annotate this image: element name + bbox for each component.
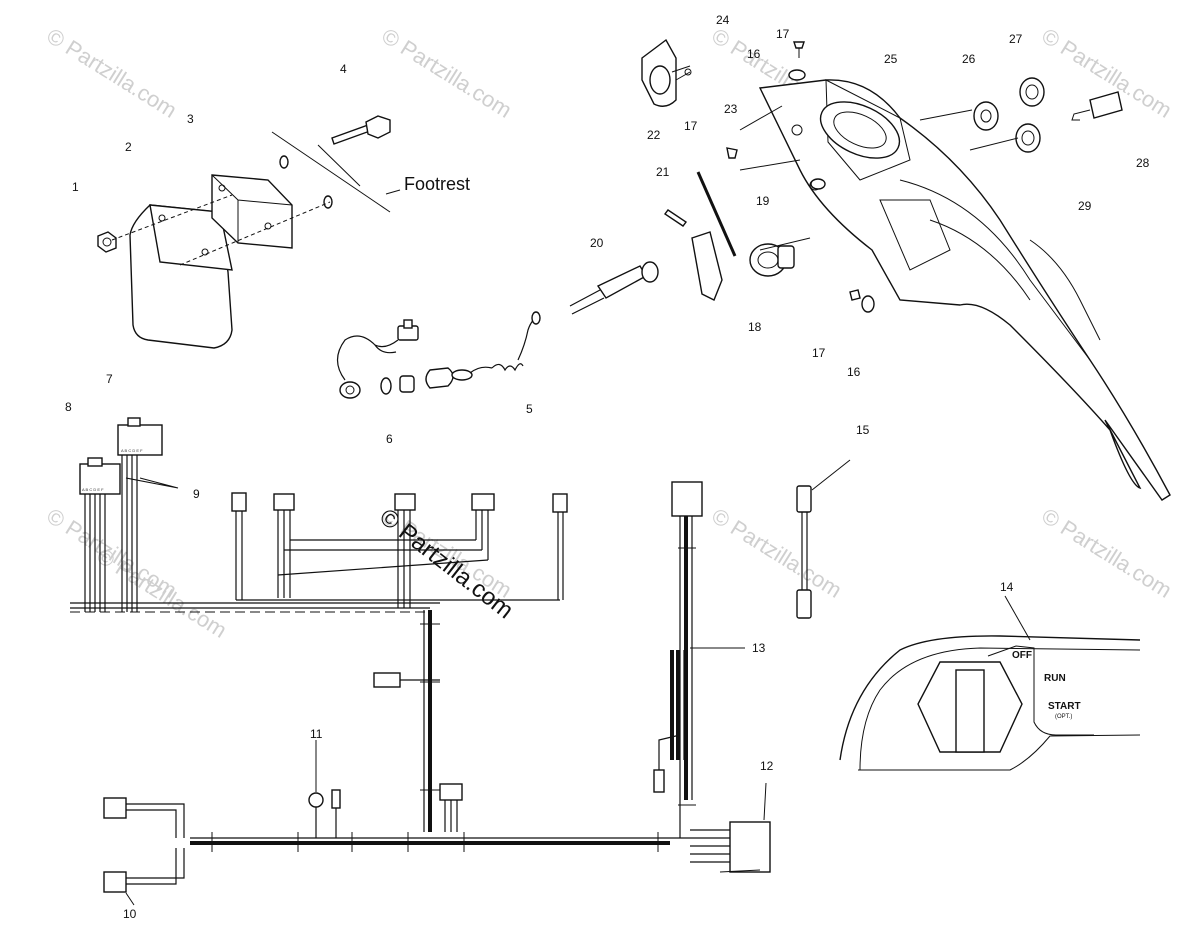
callout-number: 20 <box>590 236 604 250</box>
footrest-label: Footrest <box>404 174 470 194</box>
callout-number: 21 <box>656 165 670 179</box>
callout-number: 15 <box>856 423 870 437</box>
callouts: 1 2 3 4 5 6 7 8 9 10 11 12 13 14 15 16 1… <box>65 13 1150 921</box>
callout-number: 13 <box>752 641 766 655</box>
callout-number: 28 <box>1136 156 1150 170</box>
watermark: © Partzilla.com <box>1037 503 1176 603</box>
nut-part <box>97 231 117 253</box>
callout-number: 7 <box>106 372 113 386</box>
callout-number: 23 <box>724 102 738 116</box>
callout-number: 8 <box>65 400 72 414</box>
watermark: © Partzilla.com <box>707 503 846 603</box>
callout-number: 18 <box>748 320 762 334</box>
callout-number: 11 <box>310 727 323 741</box>
switch-body-part <box>339 381 361 399</box>
connector-8-pins: A B C D E F <box>82 487 104 492</box>
callout-number: 17 <box>684 119 698 133</box>
center-watermark: © Partzilla.com <box>374 503 518 624</box>
callout-number: 16 <box>747 47 761 61</box>
callout-number: 3 <box>187 112 194 126</box>
dash-panel-part <box>758 79 1171 501</box>
callout-number: 22 <box>647 128 661 142</box>
callout-number: 17 <box>812 346 826 360</box>
callout-number: 29 <box>1078 199 1092 213</box>
callout-number: 9 <box>193 487 200 501</box>
lever-part <box>691 231 723 301</box>
jumper-connector-part <box>796 485 812 513</box>
watermark: © Partzilla.com <box>92 543 231 643</box>
callout-number: 27 <box>1009 32 1023 46</box>
callout-number: 24 <box>716 13 730 27</box>
callout-number: 17 <box>776 27 790 41</box>
tether-switch-assembly <box>336 311 541 399</box>
jumper-harness <box>796 459 851 619</box>
connector-10-part <box>103 797 127 819</box>
callout-number: 16 <box>847 365 861 379</box>
callout-number: 5 <box>526 402 533 416</box>
callout-number: 12 <box>760 759 774 773</box>
callout-number: 2 <box>125 140 132 154</box>
watermark: © Partzilla.com <box>42 23 181 123</box>
callout-number: 25 <box>884 52 898 66</box>
sensor-part <box>596 265 647 299</box>
bolt-part <box>331 124 371 145</box>
callout-number: 19 <box>756 194 770 208</box>
callout-number: 4 <box>340 62 347 76</box>
switch-start-label: START <box>1048 701 1081 712</box>
key-switch-panel: OFF RUN START (OPT.) <box>839 595 1141 771</box>
switch-opt-label: (OPT.) <box>1055 714 1072 720</box>
callout-number: 10 <box>123 907 137 921</box>
callout-number: 26 <box>962 52 976 66</box>
callout-number: 14 <box>1000 580 1014 594</box>
footrest-assembly: Footrest <box>97 115 470 349</box>
ring-terminal-part <box>308 792 324 808</box>
switch-off-label: OFF <box>1012 650 1032 661</box>
callout-number: 6 <box>386 432 393 446</box>
wiring-connectors-7-8: A B C D E F A B C D E F <box>79 417 179 612</box>
watermark: © Partzilla.com <box>377 23 516 123</box>
connector-7-pins: A B C D E F <box>121 448 143 453</box>
main-harness <box>70 481 771 906</box>
connector-12-part <box>729 821 771 873</box>
callout-number: 1 <box>72 180 79 194</box>
switch-run-label: RUN <box>1044 673 1066 684</box>
key-part <box>1089 91 1123 119</box>
dash-panel-assembly <box>569 38 1171 501</box>
grommet-part <box>973 101 999 131</box>
spacer-block-part <box>211 174 293 249</box>
